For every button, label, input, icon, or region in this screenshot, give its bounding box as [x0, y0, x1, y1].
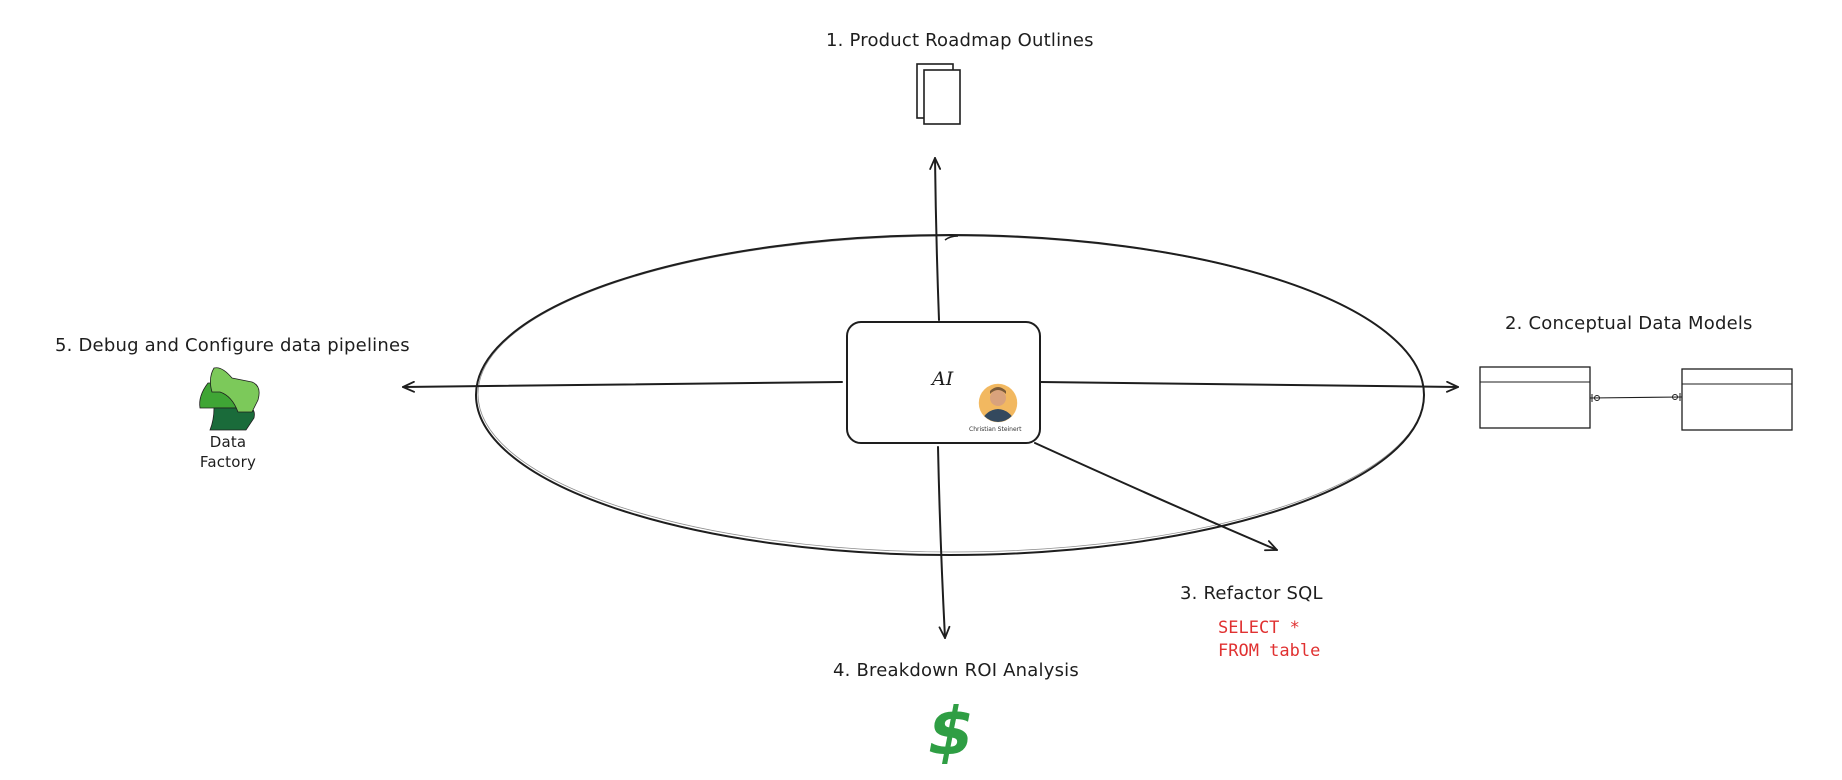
- refactor-sql-label: 3. Refactor SQL: [1180, 583, 1323, 604]
- sketch-tick: [945, 236, 958, 240]
- pipelines-label: 5. Debug and Configure data pipelines: [55, 335, 410, 356]
- product-roadmap-label: 1. Product Roadmap Outlines: [826, 30, 1094, 51]
- avatar-caption: Christian Steinert: [969, 426, 1022, 433]
- data-models-label: 2. Conceptual Data Models: [1505, 313, 1753, 334]
- ai-label: AI: [932, 368, 953, 390]
- data-factory-caption: Data Factory: [188, 432, 268, 472]
- data-factory-icon: [200, 368, 259, 430]
- dollar-icon: $: [928, 693, 974, 770]
- document-stack-icon: [917, 64, 960, 124]
- arrow-to-roi-analysis: [938, 447, 945, 638]
- arrow-to-refactor-sql: [1035, 443, 1277, 550]
- sql-code: SELECT * FROM table: [1218, 617, 1320, 663]
- entity-relationship-icon: [1480, 367, 1792, 430]
- arrow-to-product-roadmap: [935, 158, 939, 320]
- avatar: [978, 383, 1018, 424]
- roi-analysis-label: 4. Breakdown ROI Analysis: [833, 660, 1079, 681]
- arrow-to-pipelines: [403, 382, 842, 387]
- arrow-to-data-models: [1040, 382, 1458, 387]
